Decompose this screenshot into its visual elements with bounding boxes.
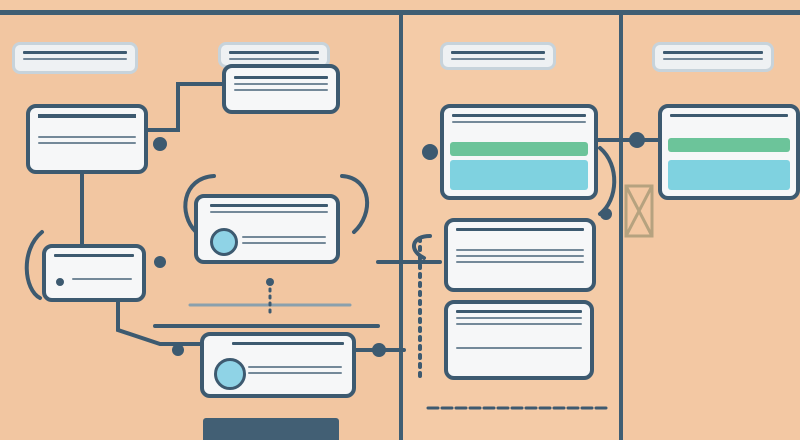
right-info-band-label: [676, 164, 788, 186]
divider-left: [399, 12, 403, 440]
center-card: [194, 194, 340, 264]
middle-main-card: [440, 104, 598, 200]
middle-list-card-a: [444, 218, 596, 292]
right-progress-band: [668, 138, 790, 152]
progress-band: [450, 142, 588, 156]
right-main-card: [658, 104, 800, 200]
left-header-card: [12, 42, 138, 74]
info-band-label: [472, 164, 572, 186]
process-card-b: [42, 244, 146, 302]
divider-right: [619, 12, 623, 440]
footer-label: [203, 418, 339, 440]
top-center-card: [222, 64, 340, 114]
middle-list-card-b: [444, 300, 594, 380]
process-card-a: [26, 104, 148, 174]
right-info-band: [668, 160, 790, 190]
status-icon: [210, 228, 238, 256]
record-icon: [214, 358, 246, 390]
dot-icon: [54, 276, 66, 288]
middle-header-card: [440, 42, 556, 70]
bottom-card: [200, 332, 356, 398]
right-header-card: [652, 42, 774, 72]
info-band: [450, 160, 588, 190]
